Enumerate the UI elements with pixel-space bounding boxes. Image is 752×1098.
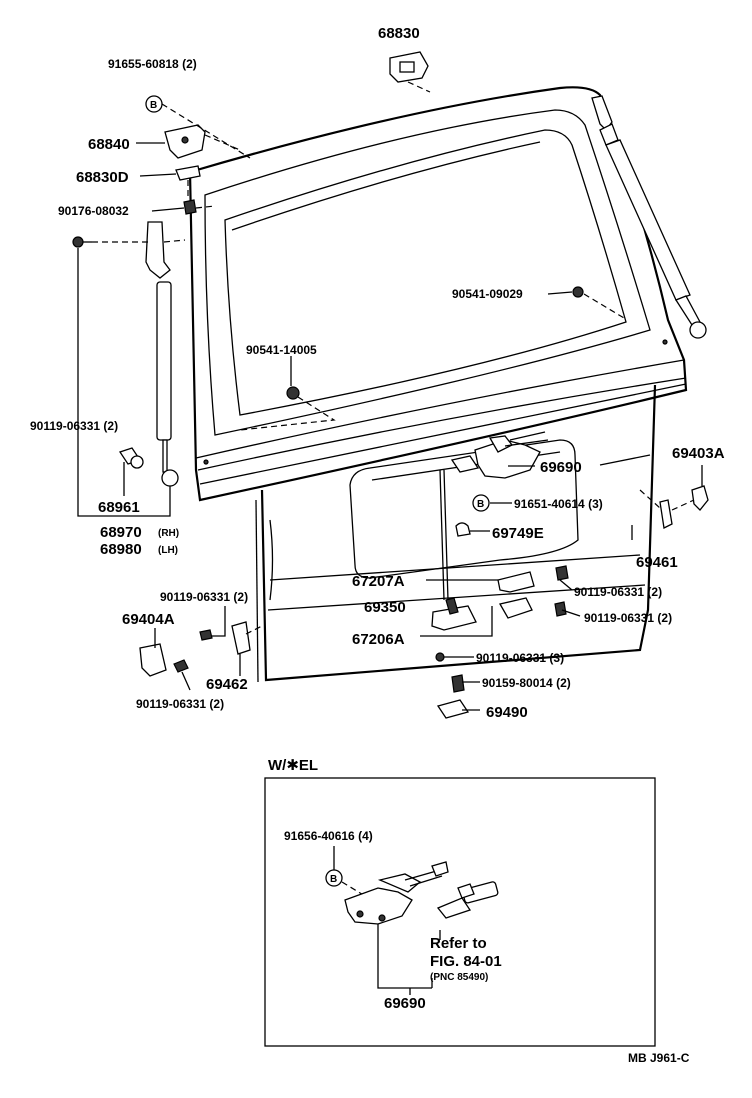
label-69749e: 69749E — [492, 525, 544, 542]
label-90176-08032: 90176-08032 — [58, 204, 129, 218]
right-strut-assembly — [591, 95, 707, 339]
inset-title: W/✱EL — [268, 757, 318, 774]
label-91655-60818: 91655-60818 (2) — [108, 57, 197, 71]
circle-b-marker-3: B — [330, 874, 337, 885]
top-hinge-68830 — [389, 51, 429, 83]
label-68840: 68840 — [88, 136, 130, 153]
label-67206a: 67206A — [352, 631, 405, 648]
label-69350: 69350 — [364, 599, 406, 616]
label-90119-06331-right-2: 90119-06331 (2) — [584, 611, 672, 625]
back-door-illustration — [188, 86, 688, 683]
left-lower-parts — [139, 621, 251, 677]
label-91651-40614: 91651-40614 (3) — [514, 497, 603, 511]
label-69690-main: 69690 — [540, 459, 582, 476]
label-90119-06331-mid: 90119-06331 (2) — [160, 590, 248, 604]
refer-text-line1: Refer to — [430, 935, 487, 952]
label-69690-inset: 69690 — [384, 995, 426, 1012]
label-68980: 68980 — [100, 541, 142, 558]
label-68830: 68830 — [378, 25, 420, 42]
right-side-parts — [659, 485, 709, 529]
left-hinge-assembly: B — [145, 95, 206, 215]
label-69404a: 69404A — [122, 611, 175, 628]
circle-b-marker-1: B — [150, 100, 157, 111]
label-68970: 68970 — [100, 524, 142, 541]
label-90159-80014: 90159-80014 (2) — [482, 676, 571, 690]
label-90119-06331-3: 90119-06331 (3) — [476, 651, 564, 665]
label-90541-09029: 90541-09029 — [452, 287, 523, 301]
label-69490: 69490 — [486, 704, 528, 721]
refer-text-line2: FIG. 84-01 — [430, 953, 502, 970]
label-68961: 68961 — [98, 499, 140, 516]
circle-b-marker-2: B — [477, 499, 484, 510]
label-90541-14005: 90541-14005 — [246, 343, 317, 357]
lock-latch-assembly: B — [431, 431, 569, 719]
label-91656-40616: 91656-40616 (4) — [284, 829, 373, 843]
part-labels: 68830 91655-60818 (2) 68840 68830D 90176… — [30, 25, 725, 721]
refer-text-line3: (PNC 85490) — [430, 972, 488, 983]
label-67207a: 67207A — [352, 573, 405, 590]
label-90119-06331-left: 90119-06331 (2) — [30, 419, 118, 433]
label-90119-06331-bottom: 90119-06331 (2) — [136, 697, 224, 711]
left-strut-assembly — [72, 221, 179, 487]
label-69461: 69461 — [636, 554, 678, 571]
label-68830d: 68830D — [76, 169, 129, 186]
inset-panel: W/✱EL 91656-40616 (4) B Refer to FIG. 84… — [264, 757, 656, 1047]
label-68980-side: (LH) — [158, 545, 178, 556]
label-69403a: 69403A — [672, 445, 725, 462]
label-90119-06331-right-1: 90119-06331 (2) — [574, 585, 662, 599]
leader-lines — [77, 81, 703, 711]
label-69462: 69462 — [206, 676, 248, 693]
footer-figure-code: MB J961-C — [628, 1051, 690, 1065]
label-68970-side: (RH) — [158, 528, 179, 539]
